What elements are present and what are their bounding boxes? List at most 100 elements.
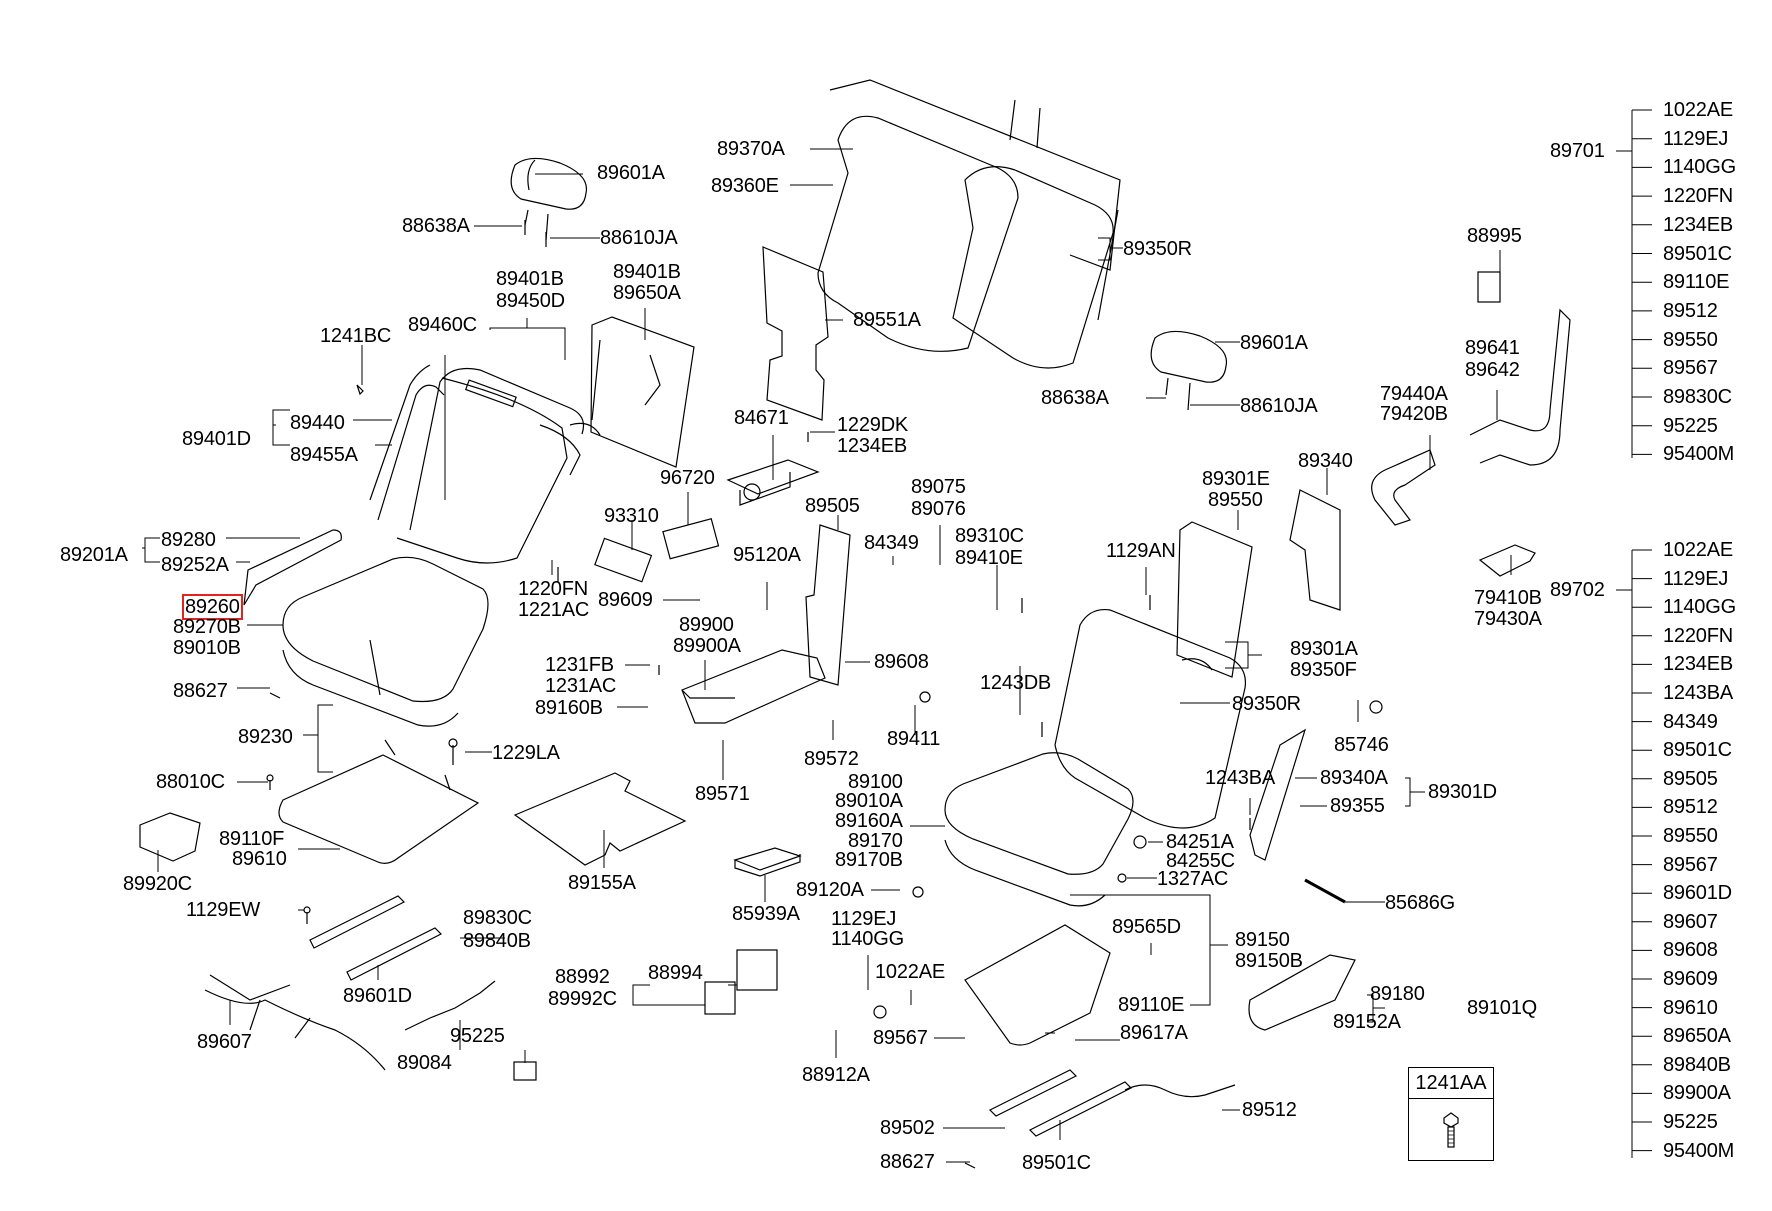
part-label[interactable]: 89567	[873, 1027, 928, 1049]
part-label[interactable]: 89505	[805, 495, 860, 517]
part-label[interactable]: 88992	[555, 966, 610, 988]
part-label[interactable]: 89110E	[1118, 994, 1185, 1016]
part-label[interactable]: 88994	[648, 962, 703, 984]
kit-item-label[interactable]: 1220FN	[1663, 185, 1733, 208]
kit-item-label[interactable]: 1022AE	[1663, 99, 1733, 121]
kit-item-label[interactable]: 89550	[1663, 328, 1718, 351]
kit-item-label[interactable]: 89840B	[1663, 1053, 1731, 1076]
part-label[interactable]: 88995	[1467, 225, 1522, 247]
part-label[interactable]: 89840B	[463, 930, 531, 952]
part-label[interactable]: 89110F	[219, 828, 285, 850]
part-label[interactable]: 79430A	[1474, 608, 1542, 630]
part-label-highlighted[interactable]: 89260	[182, 594, 243, 620]
part-label[interactable]: 93310	[604, 505, 659, 527]
kit-item-label[interactable]: 95225	[1663, 1111, 1718, 1133]
part-label[interactable]: 89170	[848, 830, 903, 852]
part-label[interactable]: 89350R	[1232, 693, 1301, 715]
part-label[interactable]: 89084	[397, 1052, 452, 1074]
part-label[interactable]: 89401B	[496, 268, 564, 290]
part-label[interactable]: 1231FB	[545, 654, 614, 676]
part-label[interactable]: 85939A	[732, 903, 800, 925]
part-label[interactable]: 89440	[290, 412, 345, 434]
part-label[interactable]: 1243DB	[980, 672, 1052, 694]
part-label[interactable]: 96720	[660, 467, 715, 489]
part-label[interactable]: 89150	[1235, 929, 1290, 951]
part-label[interactable]: 88610JA	[600, 227, 678, 249]
part-label[interactable]: 89010A	[835, 790, 903, 812]
part-label[interactable]: 89355	[1330, 795, 1385, 817]
part-label[interactable]: 89160A	[835, 810, 903, 832]
kit-item-label[interactable]: 89550	[1663, 825, 1718, 847]
part-label[interactable]: 89610	[232, 848, 287, 870]
kit-item-label[interactable]: 1129EJ	[1663, 567, 1729, 590]
kit-item-label[interactable]: 1140GG	[1663, 156, 1736, 179]
part-label[interactable]: 89512	[1242, 1099, 1297, 1121]
part-label[interactable]: 1221AC	[518, 599, 590, 621]
kit-item-label[interactable]: 89650A	[1663, 1025, 1731, 1048]
part-label[interactable]: 89360E	[711, 175, 779, 197]
kit-item-label[interactable]: 1140GG	[1663, 596, 1736, 619]
part-label[interactable]: 89992C	[548, 988, 617, 1010]
part-label[interactable]: 89301E	[1202, 468, 1270, 490]
kit-item-label[interactable]: 84349	[1663, 710, 1718, 733]
kit-item-label[interactable]: 1022AE	[1663, 539, 1733, 561]
part-label[interactable]: 89608	[874, 651, 929, 673]
part-label[interactable]: 89252A	[161, 554, 229, 576]
part-label[interactable]: 88638A	[1041, 387, 1109, 409]
part-label[interactable]: 88912A	[802, 1064, 870, 1086]
part-label[interactable]: 79420B	[1380, 403, 1448, 425]
part-label[interactable]: 89310C	[955, 525, 1024, 547]
part-label[interactable]: 89410E	[955, 547, 1023, 569]
part-label[interactable]: 89075	[911, 476, 966, 498]
part-label[interactable]: 89201A	[60, 544, 128, 566]
kit-parent-label[interactable]: 89701	[1550, 140, 1605, 162]
part-label[interactable]: 89270B	[173, 616, 241, 638]
part-label[interactable]: 89609	[598, 589, 653, 611]
part-label[interactable]: 89150B	[1235, 950, 1303, 972]
part-label[interactable]: 1129AN	[1106, 540, 1176, 562]
part-label[interactable]: 89617A	[1120, 1022, 1188, 1044]
part-label[interactable]: 89601A	[1240, 332, 1308, 354]
part-label[interactable]: 95120A	[733, 544, 801, 566]
part-label[interactable]: 89551A	[853, 309, 921, 331]
callout-box-label[interactable]: 1241AA	[1409, 1068, 1493, 1099]
kit-item-label[interactable]: 95225	[1663, 414, 1718, 437]
part-label[interactable]: 89301A	[1290, 638, 1358, 660]
part-label[interactable]: 89280	[161, 529, 216, 551]
kit-item-label[interactable]: 89601D	[1663, 882, 1732, 905]
part-label[interactable]: 89301D	[1428, 781, 1497, 803]
part-label[interactable]: 84349	[864, 532, 919, 554]
kit-item-label[interactable]: 89512	[1663, 299, 1718, 322]
part-label[interactable]: 84251A	[1166, 831, 1234, 853]
part-label[interactable]: 1022AE	[875, 961, 945, 983]
kit-item-label[interactable]: 1129EJ	[1663, 127, 1729, 150]
part-label[interactable]: 89155A	[568, 872, 636, 894]
part-label[interactable]: 89160B	[535, 697, 603, 719]
kit-item-label[interactable]: 89567	[1663, 853, 1718, 876]
part-label[interactable]: 89450D	[496, 290, 565, 312]
kit-item-label[interactable]: 89512	[1663, 796, 1718, 819]
kit-item-label[interactable]: 1220FN	[1663, 624, 1733, 647]
part-label[interactable]: 89460C	[408, 314, 477, 336]
kit-item-label[interactable]: 89610	[1663, 996, 1718, 1019]
part-label[interactable]: 79440A	[1380, 383, 1448, 405]
part-label[interactable]: 89340A	[1320, 767, 1388, 789]
part-label[interactable]: 89010B	[173, 637, 241, 659]
part-label[interactable]: 1234EB	[837, 435, 907, 457]
part-label[interactable]: 1243BA	[1205, 767, 1275, 789]
kit-item-label[interactable]: 89501C	[1663, 242, 1732, 265]
part-label[interactable]: 89152A	[1333, 1011, 1401, 1033]
part-label[interactable]: 95225	[450, 1025, 505, 1047]
part-label[interactable]: 89565D	[1112, 916, 1181, 938]
kit-item-label[interactable]: 1234EB	[1663, 213, 1733, 236]
part-label[interactable]: 84671	[734, 407, 789, 429]
part-label[interactable]: 1241BC	[320, 325, 392, 347]
part-label[interactable]: 89920C	[123, 873, 192, 895]
part-label[interactable]: 89401D	[182, 428, 251, 450]
part-label[interactable]: 89350F	[1290, 659, 1357, 681]
part-label[interactable]: 89502	[880, 1117, 935, 1139]
part-label[interactable]: 79410B	[1474, 587, 1542, 609]
part-label[interactable]: 1140GG	[831, 928, 904, 950]
part-label[interactable]: 89101Q	[1467, 997, 1537, 1019]
part-label[interactable]: 89370A	[717, 138, 785, 160]
